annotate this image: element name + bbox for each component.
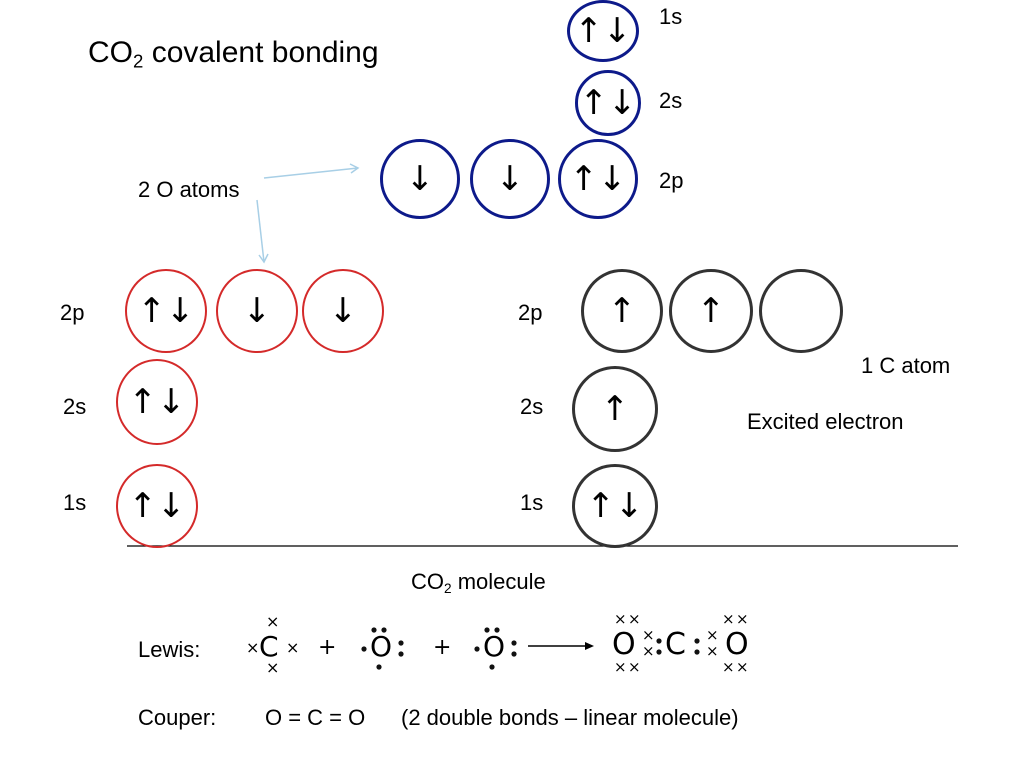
title-prefix: CO [88, 36, 133, 69]
o2-dot-top-1 [484, 627, 490, 633]
carbon-2s-label: 2s [520, 394, 544, 419]
oxygen-1s-label: 1s [63, 490, 87, 515]
molecule-subscript: 2 [444, 581, 452, 597]
top-2p-orbital-3: ↑↓ [558, 139, 638, 219]
carbon-atom-label: 1 C atom [861, 353, 951, 378]
carbon-1s-orbital: ↑↓ [572, 464, 658, 548]
molecule-prefix: CO [411, 569, 444, 594]
top-2p-label: 2p [659, 168, 684, 193]
o2-dot-right-2 [511, 651, 517, 657]
lewis-oxygen-2-symbol: O [483, 630, 506, 663]
product-dot-1 [656, 638, 662, 644]
lewis-product-cross-6: × [642, 642, 655, 660]
product-dot-3 [694, 638, 700, 644]
o1-dot-right-2 [398, 651, 404, 657]
carbon-1s-label: 1s [520, 490, 544, 515]
lewis-cross-left: × [246, 638, 260, 657]
top-2p-orbital-2: ↓ [470, 139, 550, 219]
lewis-product-oxygen-left: O [612, 627, 636, 662]
lewis-product-carbon: C [665, 627, 686, 662]
lewis-product-cross-2: × [628, 610, 641, 628]
o2-dot-top-2 [494, 627, 500, 633]
lewis-product-cross-8: × [706, 642, 719, 660]
lewis-product-cross-3: × [614, 658, 627, 676]
pointer-to-top-orbitals [263, 167, 359, 179]
couper-note: (2 double bonds – linear molecule) [401, 705, 739, 730]
reaction-arrow-head [585, 642, 594, 650]
pointer-to-oxygen-orbitals [256, 199, 265, 263]
lewis-oxygen-1-symbol: O [370, 630, 393, 663]
oxygen-2p-orbital-2: ↓ [216, 269, 298, 353]
carbon-2p-orbital-2: ↑ [669, 269, 753, 353]
oxygen-2p-orbital-3: ↓ [302, 269, 384, 353]
carbon-2s-orbital: ↑ [572, 366, 658, 452]
o1-dot-top-1 [371, 627, 377, 633]
lewis-product-cross-4: × [628, 658, 641, 676]
top-1s-orbital: ↑↓ [567, 0, 639, 62]
lewis-cross-bottom: × [266, 658, 280, 677]
lewis-plus-1: + [318, 635, 337, 660]
o1-dot-left [361, 646, 367, 652]
oxygen-2p-orbital-1: ↑↓ [125, 269, 207, 353]
couper-label: Couper: [138, 705, 217, 730]
lewis-product-cross-12: × [736, 658, 749, 676]
oxygen-2s-label: 2s [63, 394, 87, 419]
title-rest: covalent bonding [151, 36, 379, 69]
lewis-plus-2: + [433, 635, 452, 660]
top-2s-label: 2s [659, 88, 683, 113]
top-2p-orbital-1: ↓ [380, 139, 460, 219]
molecule-rest: molecule [451, 569, 546, 594]
carbon-2p-label: 2p [518, 300, 543, 325]
couper-formula: O = C = O [265, 705, 366, 730]
o2-dot-bottom [489, 664, 495, 670]
o1-dot-bottom [376, 664, 382, 670]
pointer-head-top [349, 163, 360, 174]
excited-electron-label: Excited electron [747, 409, 904, 434]
o2-dot-left [474, 646, 480, 652]
product-dot-2 [656, 649, 662, 655]
lewis-product-cross-9: × [722, 610, 735, 628]
oxygen-2p-label: 2p [60, 300, 85, 325]
top-1s-label: 1s [659, 4, 683, 29]
carbon-2p-orbital-1: ↑ [581, 269, 663, 353]
lewis-cross-top: × [266, 612, 280, 631]
o1-dot-top-2 [381, 627, 387, 633]
o2-dot-right-1 [511, 640, 517, 646]
lewis-carbon-symbol: C [259, 630, 279, 663]
lewis-product-cross-1: × [614, 610, 627, 628]
lewis-label: Lewis: [138, 637, 201, 662]
lewis-product-cross-11: × [722, 658, 735, 676]
lewis-product-cross-10: × [736, 610, 749, 628]
page-title: CO2 covalent bonding [88, 36, 379, 73]
o1-dot-right-1 [398, 640, 404, 646]
lewis-product-oxygen-right: O [725, 627, 749, 662]
carbon-2p-orbital-3 [759, 269, 843, 353]
lewis-product-cross-7: × [706, 626, 719, 644]
top-2s-orbital: ↑↓ [575, 70, 641, 136]
lewis-product-cross-5: × [642, 626, 655, 644]
product-dot-4 [694, 649, 700, 655]
lewis-cross-right: × [286, 638, 300, 657]
oxygen-2s-orbital: ↑↓ [116, 359, 198, 445]
pointer-head-oxygen [258, 253, 269, 264]
oxygen-atoms-label: 2 O atoms [138, 177, 240, 202]
molecule-heading: CO2 molecule [411, 571, 546, 596]
oxygen-1s-orbital: ↑↓ [116, 464, 198, 548]
title-subscript: 2 [133, 50, 144, 72]
